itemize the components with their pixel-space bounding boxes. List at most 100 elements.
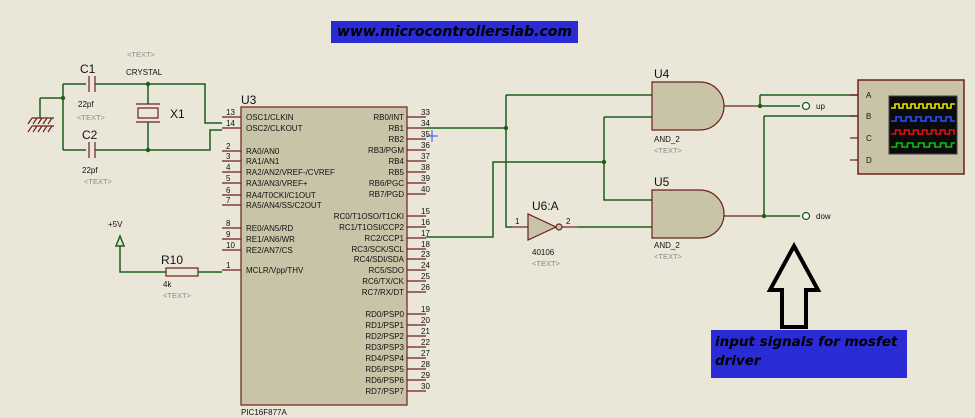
mcu-pin-number: 4 xyxy=(226,163,231,172)
probe-dow[interactable]: dow xyxy=(801,211,831,221)
mcu-pin-number: 8 xyxy=(226,219,231,228)
u4-text-placeholder: <TEXT> xyxy=(654,146,683,155)
c2-value: 22pf xyxy=(82,166,98,175)
capacitor-c2: C2 22pf <TEXT> xyxy=(82,128,113,186)
mcu-pin-number: 29 xyxy=(421,371,430,380)
mcu-pin-number: 26 xyxy=(421,283,430,292)
mcu-pin-number: 15 xyxy=(421,207,430,216)
mcu-pin-label: RD6/PSP6 xyxy=(365,376,404,385)
mcu-pin-label: RE0/AN5/RD xyxy=(246,224,293,233)
scope-channel-a: A xyxy=(866,91,872,100)
output-wiring: up dow xyxy=(757,94,858,221)
mcu-pin-number: 25 xyxy=(421,272,430,281)
mcu-pin-number: 33 xyxy=(421,108,430,117)
mcu-right-pins: 33RB0/INT34RB135RB236RB3/PGM37RB438RB539… xyxy=(334,108,431,396)
and-gate-u5: U5 AND_2 <TEXT> xyxy=(651,175,764,261)
site-banner[interactable]: www.microcontrollerslab.com xyxy=(331,21,578,43)
inverter-pin-in: 1 xyxy=(515,217,520,226)
mcu-pin-number: 1 xyxy=(226,261,231,270)
inverter-u6: 1 2 U6:A 40106 <TEXT> xyxy=(512,199,578,268)
probe-up[interactable]: up xyxy=(801,101,826,111)
mcu-pin-label: MCLR/Vpp/THV xyxy=(246,266,304,275)
mcu-pin-label: RC0/T1OSO/T1CKI xyxy=(334,212,404,221)
mcu-pin-label: RA4/T0CKI/C1OUT xyxy=(246,191,316,200)
inverter-text-placeholder: <TEXT> xyxy=(532,259,561,268)
mcu-pin-label: RD7/PSP7 xyxy=(365,387,404,396)
mcu-pin-number: 23 xyxy=(421,250,430,259)
mcu-pin-number: 40 xyxy=(421,185,430,194)
c2-text-placeholder: <TEXT> xyxy=(84,177,113,186)
mcu-pin-number: 7 xyxy=(226,196,231,205)
mcu-pin-number: 28 xyxy=(421,360,430,369)
mcu-left-pins: 13OSC1/CLKIN14OSC2/CLKOUT2RA0/AN03RA1/AN… xyxy=(222,108,335,275)
supply-label: +5V xyxy=(108,220,123,229)
mcu-pin-label: RA3/AN3/VREF+ xyxy=(246,179,308,188)
and-gate-u4: U4 AND_2 <TEXT> xyxy=(651,67,760,155)
mcu-pin-label: RD3/PSP3 xyxy=(365,343,404,352)
mcu-pin-label: RB2 xyxy=(388,135,404,144)
probe-up-label: up xyxy=(816,102,825,111)
mcu-u3: U3 PIC16F877A 13OSC1/CLKIN14OSC2/CLKOUT2… xyxy=(222,93,430,417)
scope-trace-line xyxy=(891,129,955,135)
scope-trace-line xyxy=(891,103,955,109)
u5-text-placeholder: <TEXT> xyxy=(654,252,683,261)
mcu-pin-number: 20 xyxy=(421,316,430,325)
reset-network: +5V R10 4k <TEXT> xyxy=(108,220,222,300)
mcu-ref: U3 xyxy=(241,93,257,107)
mcu-pin-number: 3 xyxy=(226,152,231,161)
crystal-ref: X1 xyxy=(170,107,185,121)
mcu-pin-number: 30 xyxy=(421,382,430,391)
mcu-pin-label: RC5/SDO xyxy=(368,266,404,275)
ground-icon xyxy=(27,98,54,133)
scope-channel-d: D xyxy=(866,156,872,165)
resistor-r10: R10 4k <TEXT> xyxy=(161,253,199,300)
scope-traces xyxy=(891,103,955,148)
mcu-pin-label: RE1/AN6/WR xyxy=(246,235,295,244)
c1-value: 22pf xyxy=(78,100,94,109)
mcu-pin-label: RC7/RX/DT xyxy=(362,288,404,297)
supply-arrow-icon xyxy=(114,233,126,247)
mcu-pin-number: 35 xyxy=(421,130,430,139)
c2-ref: C2 xyxy=(82,128,98,142)
mcu-body xyxy=(240,106,408,406)
scope-trace-line xyxy=(891,142,955,148)
scope-trace-line xyxy=(891,116,955,122)
mcu-pin-label: RB5 xyxy=(388,168,404,177)
mcu-pin-number: 36 xyxy=(421,141,430,150)
mcu-pin-label: RB6/PGC xyxy=(369,179,404,188)
crystal-x1: X1 CRYSTAL <TEXT> xyxy=(126,50,185,150)
c1-ref: C1 xyxy=(80,62,96,76)
mcu-pin-label: RD4/PSP4 xyxy=(365,354,404,363)
mcu-part: PIC16F877A xyxy=(241,408,287,417)
mcu-pin-label: RE2/AN7/CS xyxy=(246,246,293,255)
mcu-pin-label: RB0/INT xyxy=(373,113,404,122)
mcu-pin-label: RD2/PSP2 xyxy=(365,332,404,341)
mcu-pin-label: RA5/AN4/SS/C2OUT xyxy=(246,201,322,210)
mcu-pin-label: OSC1/CLKIN xyxy=(246,113,294,122)
mcu-pin-label: RC4/SDI/SDA xyxy=(354,255,405,264)
scope-channel-c: C xyxy=(866,134,872,143)
up-arrow-icon xyxy=(766,241,822,329)
mcu-pin-label: RC2/CCP1 xyxy=(364,234,404,243)
mcu-pin-number: 6 xyxy=(226,186,231,195)
inverter-ref: U6:A xyxy=(532,199,559,213)
u5-ref: U5 xyxy=(654,175,670,189)
r10-ref: R10 xyxy=(161,253,183,267)
mcu-pin-label: RD1/PSP1 xyxy=(365,321,404,330)
mcu-pin-label: RB3/PGM xyxy=(368,146,404,155)
mcu-pin-label: RC6/TX/CK xyxy=(362,277,404,286)
mcu-pin-number: 39 xyxy=(421,174,430,183)
c1-text-placeholder: <TEXT> xyxy=(77,113,106,122)
oscilloscope[interactable]: A B C D xyxy=(850,79,965,175)
annotation-box: input signals for mosfet driver xyxy=(711,330,907,378)
mcu-pin-number: 18 xyxy=(421,240,430,249)
mcu-pin-label: RB7/PGD xyxy=(369,190,404,199)
mcu-pin-label: RA0/AN0 xyxy=(246,147,280,156)
mcu-pin-number: 10 xyxy=(226,241,235,250)
mcu-pin-number: 37 xyxy=(421,152,430,161)
scope-channel-b: B xyxy=(866,112,871,121)
mcu-pin-label: RC1/T1OSI/CCP2 xyxy=(339,223,404,232)
mcu-pin-label: RD0/PSP0 xyxy=(365,310,404,319)
u5-part: AND_2 xyxy=(654,241,680,250)
